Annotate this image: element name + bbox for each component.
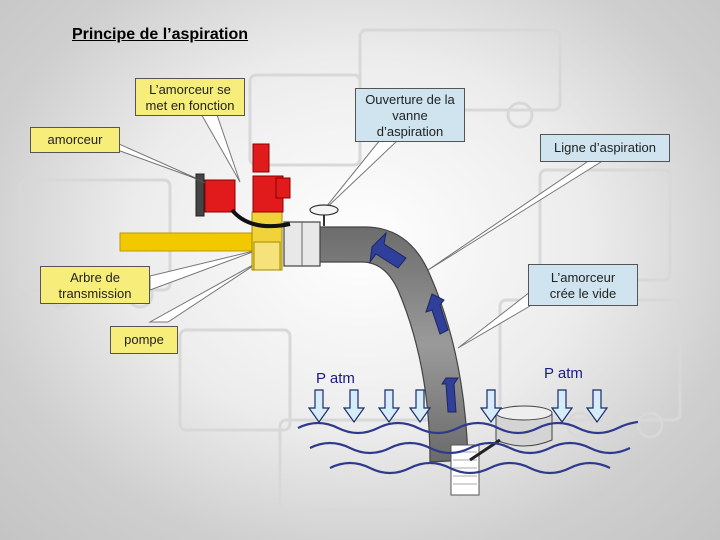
pressure-arrow — [550, 389, 574, 424]
label-pompe: pompe — [110, 326, 178, 354]
pressure-arrow — [377, 389, 401, 424]
label-patm-right: P atm — [544, 365, 583, 382]
pressure-arrow — [307, 389, 331, 424]
label-vide-line1: L’amorceur — [550, 270, 616, 285]
label-vanne-line3: d’aspiration — [376, 124, 444, 139]
label-arbre-line2: transmission — [58, 286, 132, 301]
pressure-arrow — [342, 389, 366, 424]
pump — [119, 211, 283, 271]
pointer-arbre — [149, 249, 259, 291]
callout-pointers — [89, 111, 606, 349]
pointer-pompe — [148, 259, 263, 323]
pointer-vide — [457, 290, 531, 349]
label-amorceur: amorceur — [30, 127, 120, 153]
flow-arrow-2 — [425, 293, 449, 335]
page-title: Principe de l’aspiration — [72, 26, 249, 43]
flow-arrows — [369, 231, 459, 413]
label-patm-left: P atm — [316, 370, 355, 387]
label-amorceur-on-line2: met en fonction — [145, 98, 235, 113]
transmission-shaft — [119, 232, 255, 252]
valve-handle — [309, 204, 339, 226]
label-amorceur-on: L’amorceur se met en fonction — [135, 78, 245, 116]
pressure-arrow — [585, 389, 609, 424]
label-vanne-line2: vanne — [392, 108, 428, 123]
label-vide: L’amorceur crée le vide — [528, 264, 638, 306]
pointer-amorceur-on — [199, 111, 241, 183]
label-amorceur-text: amorceur — [47, 132, 103, 147]
label-ligne: Ligne d’aspiration — [540, 134, 670, 162]
water-waves — [297, 420, 639, 475]
label-vanne: Ouverture de la vanne d’aspiration — [355, 88, 465, 142]
pressure-arrow — [479, 389, 503, 424]
label-vide-line2: crée le vide — [549, 286, 617, 301]
primer — [189, 143, 291, 229]
suction-pipe — [283, 221, 469, 463]
label-pompe-text: pompe — [124, 332, 164, 347]
label-amorceur-on-line1: L’amorceur se — [149, 82, 231, 97]
pressure-arrow — [408, 389, 432, 424]
label-ligne-text: Ligne d’aspiration — [554, 140, 656, 155]
label-arbre-line1: Arbre de — [70, 270, 120, 285]
pressure-arrows — [307, 389, 609, 424]
label-vanne-line1: Ouverture de la — [365, 92, 455, 107]
label-arbre: Arbre de transmission — [40, 266, 150, 304]
pointer-ligne — [424, 159, 606, 273]
flow-arrow-1 — [369, 231, 407, 269]
flow-arrow-3 — [441, 377, 459, 413]
